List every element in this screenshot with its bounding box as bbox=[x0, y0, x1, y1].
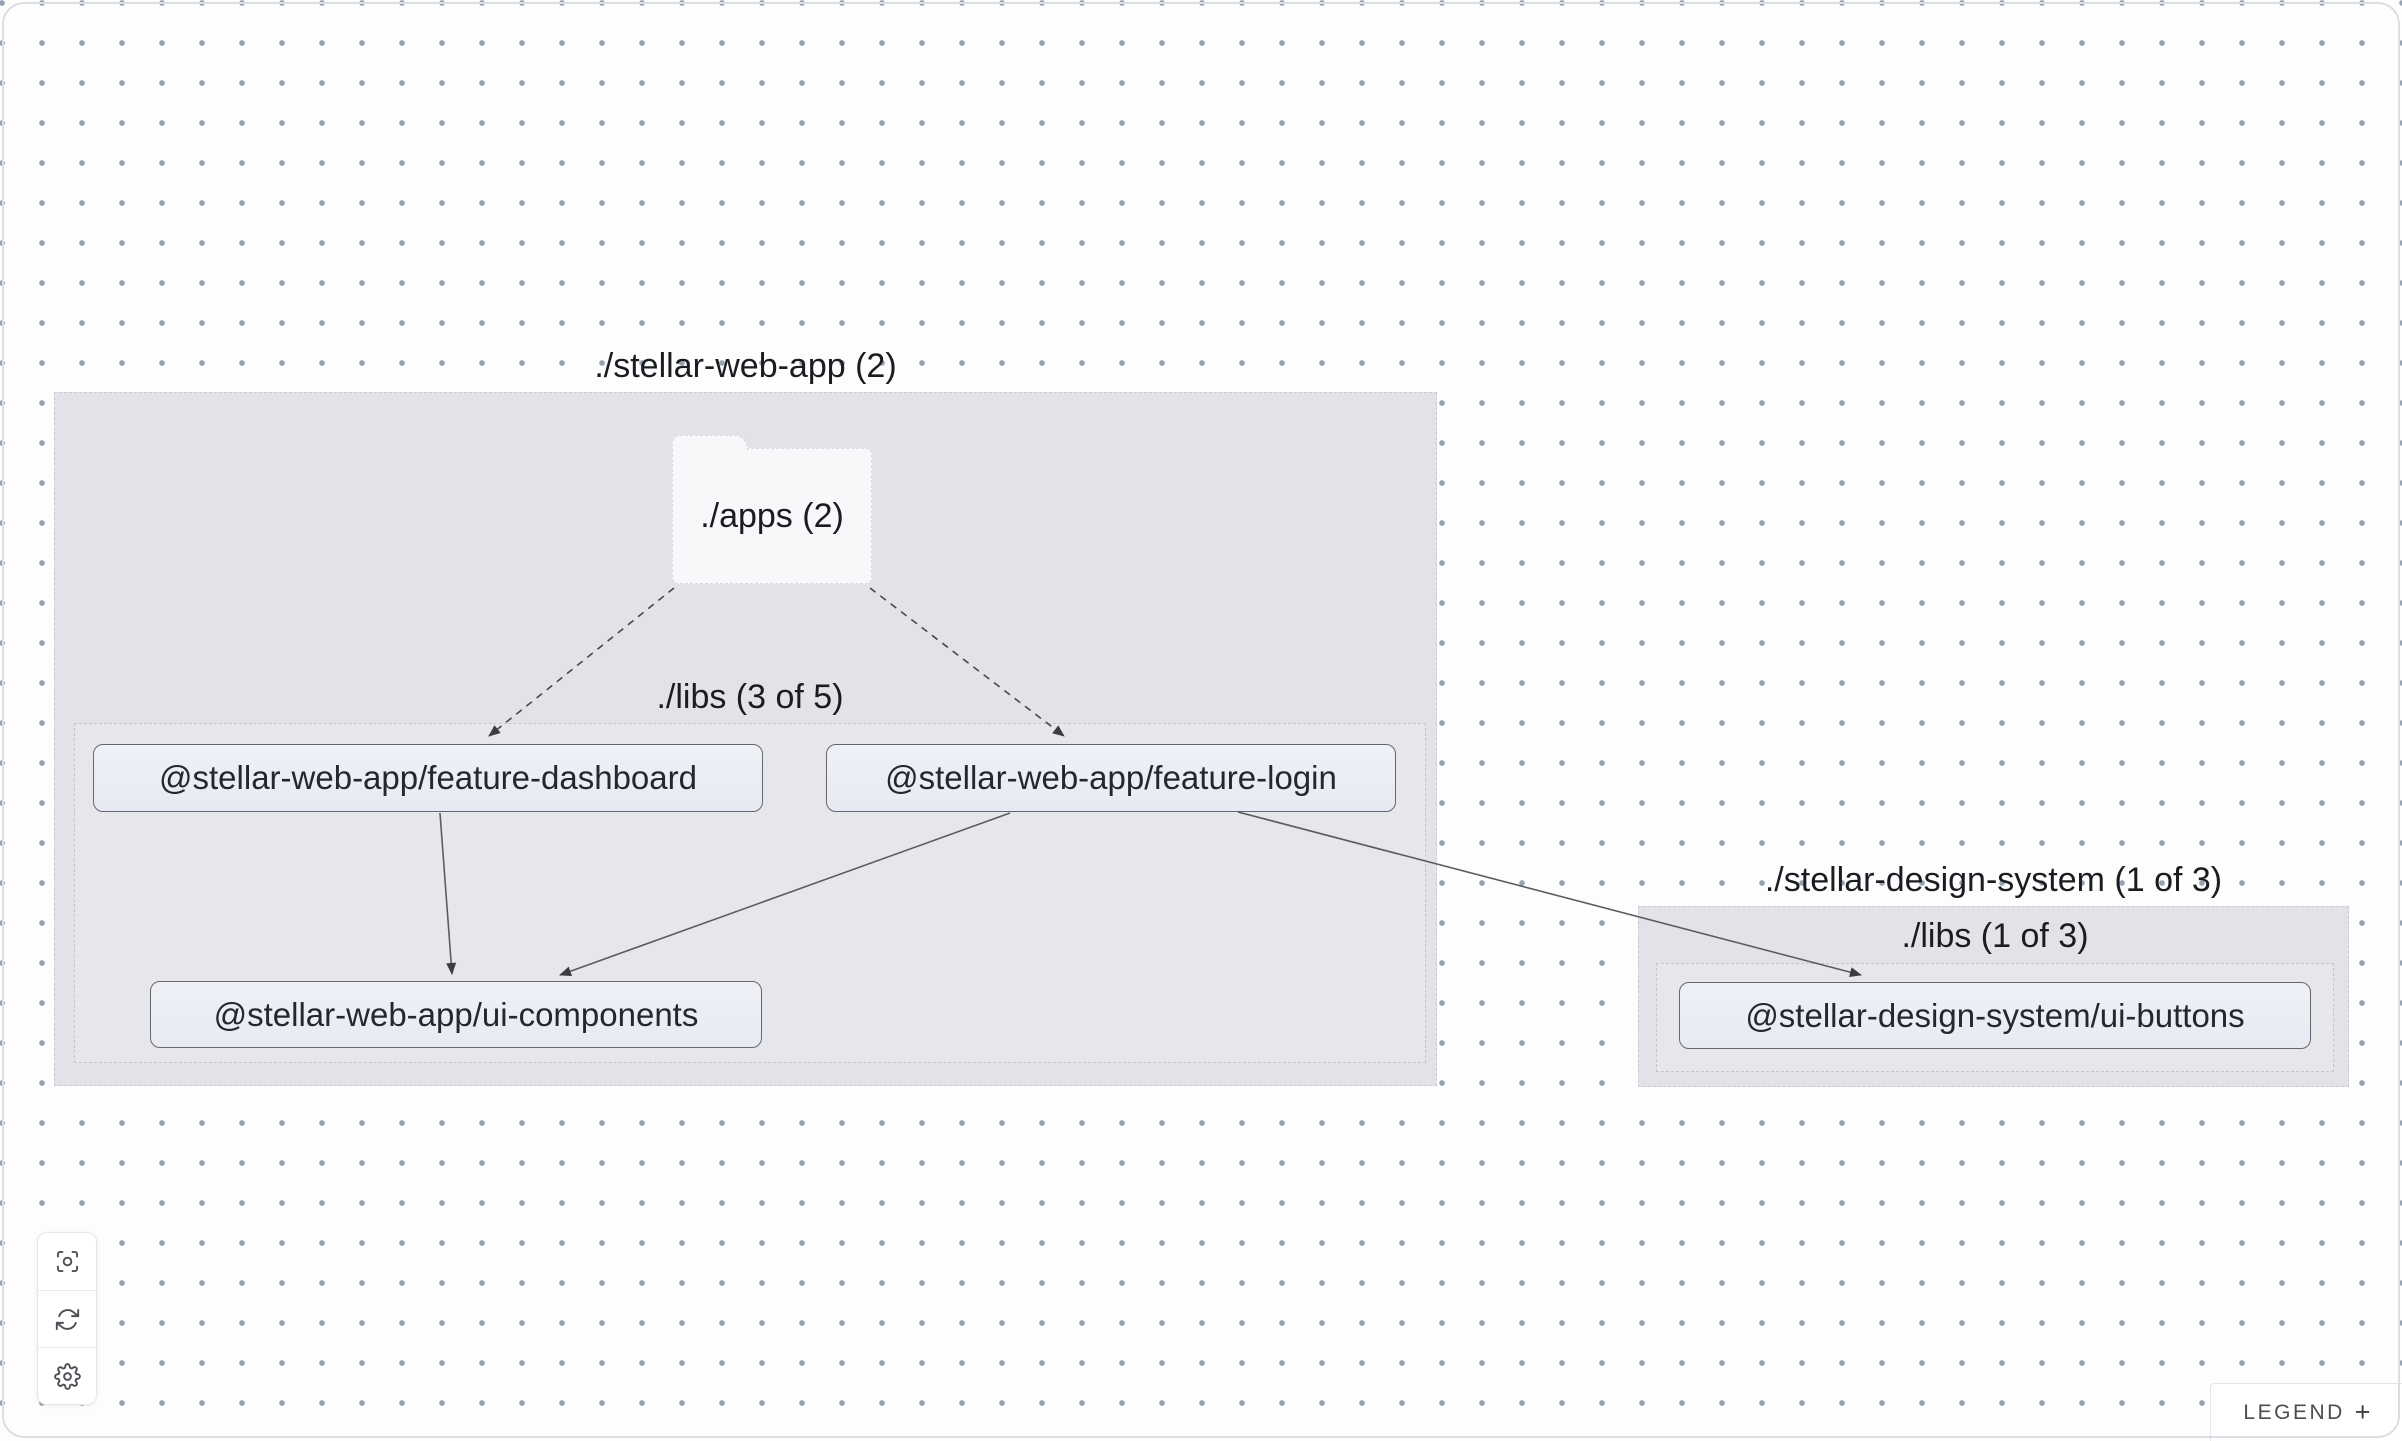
node-ui-buttons-label: @stellar-design-system/ui-buttons bbox=[1745, 996, 2245, 1034]
group-title-stellar-design-system: ./stellar-design-system (1 of 3) bbox=[1764, 861, 2223, 899]
legend-toggle-button[interactable]: LEGEND + bbox=[2210, 1383, 2402, 1441]
node-feature-dashboard[interactable]: @stellar-web-app/feature-dashboard bbox=[93, 744, 763, 812]
plus-icon: + bbox=[2354, 1397, 2371, 1427]
libs-label-stellar-design-system: ./libs (1 of 3) bbox=[1901, 917, 2089, 955]
node-feature-dashboard-label: @stellar-web-app/feature-dashboard bbox=[159, 759, 697, 796]
control-rail bbox=[37, 1232, 97, 1405]
node-ui-components[interactable]: @stellar-web-app/ui-components bbox=[150, 981, 762, 1048]
focus-button[interactable] bbox=[38, 1233, 96, 1290]
libs-label-stellar-web-app: ./libs (3 of 5) bbox=[656, 678, 844, 716]
node-feature-login-label: @stellar-web-app/feature-login bbox=[885, 759, 1337, 796]
gear-icon bbox=[53, 1362, 81, 1390]
refresh-button[interactable] bbox=[38, 1290, 96, 1347]
focus-icon bbox=[56, 1250, 78, 1273]
legend-label: LEGEND bbox=[2243, 1400, 2345, 1424]
node-ui-buttons[interactable]: @stellar-design-system/ui-buttons bbox=[1679, 982, 2311, 1049]
apps-folder-label: ./apps (2) bbox=[700, 496, 844, 535]
node-ui-components-label: @stellar-web-app/ui-components bbox=[213, 995, 699, 1033]
group-title-stellar-web-app: ./stellar-web-app (2) bbox=[594, 347, 897, 385]
settings-button[interactable] bbox=[38, 1347, 96, 1404]
apps-folder-node[interactable]: ./apps (2) bbox=[671, 435, 872, 584]
refresh-icon bbox=[55, 1308, 79, 1330]
node-feature-login[interactable]: @stellar-web-app/feature-login bbox=[826, 744, 1396, 812]
